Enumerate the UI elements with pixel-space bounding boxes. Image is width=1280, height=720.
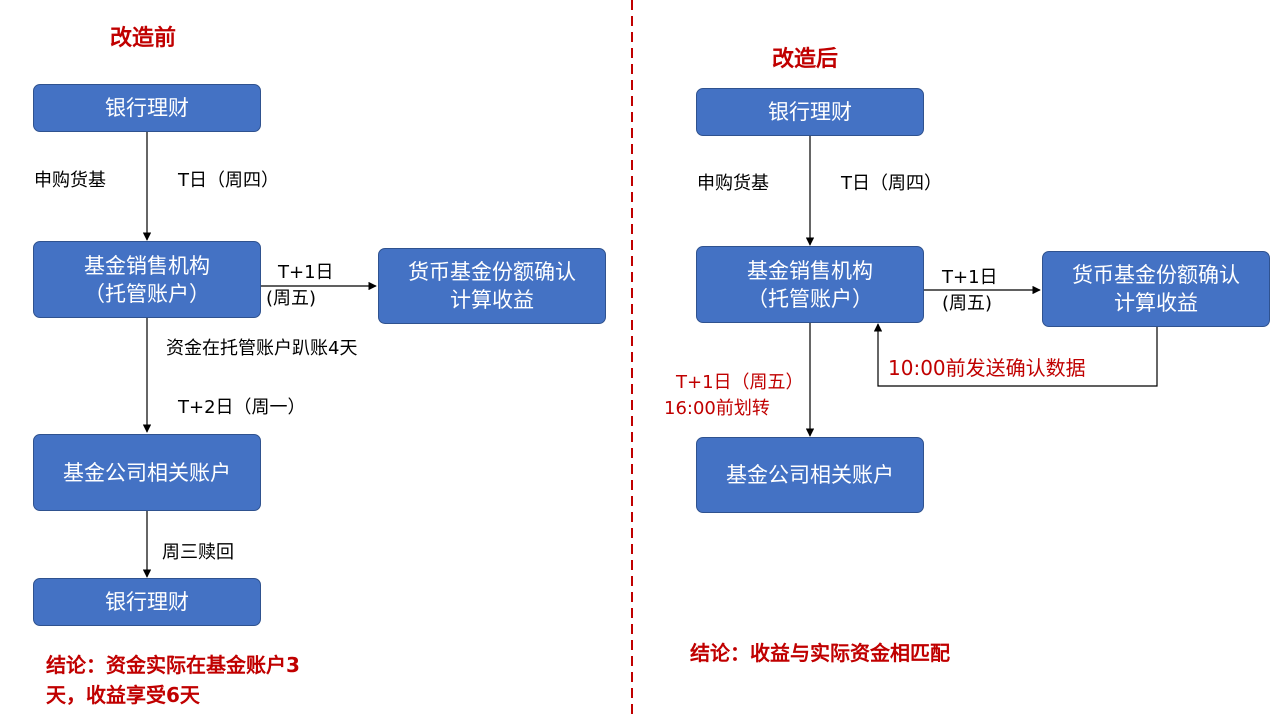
box-label: 货币基金份额确认 计算收益 bbox=[408, 260, 576, 312]
before-fundco-box: 基金公司相关账户 bbox=[33, 434, 261, 511]
before-heading: 改造前 bbox=[110, 26, 177, 51]
after-sales-box: 基金销售机构 （托管账户） bbox=[696, 246, 924, 323]
before-bank-box-2: 银行理财 bbox=[33, 578, 261, 626]
before-t2-label: T+2日（周一） bbox=[178, 397, 306, 418]
before-subscribe-label: 申购货基 bbox=[34, 170, 106, 191]
after-heading: 改造后 bbox=[772, 47, 839, 72]
after-confirm-label: 10:00前发送确认数据 bbox=[888, 356, 1086, 380]
before-bank-box: 银行理财 bbox=[33, 84, 261, 132]
box-label: 银行理财 bbox=[105, 590, 189, 614]
arrow-mmf-confirm-back bbox=[873, 323, 1158, 387]
after-fundco-box: 基金公司相关账户 bbox=[696, 437, 924, 513]
after-t1-label: T+1日 bbox=[942, 267, 998, 288]
box-label: 基金销售机构 （托管账户） bbox=[84, 253, 210, 306]
box-label: 基金公司相关账户 bbox=[63, 460, 231, 485]
after-transfer-label: T+1日（周五） bbox=[676, 372, 804, 393]
after-bank-box: 银行理财 bbox=[696, 88, 924, 136]
box-label: 货币基金份额确认 计算收益 bbox=[1072, 263, 1240, 315]
after-t-day-label: T日（周四） bbox=[841, 173, 942, 194]
after-t1-weekday-label: (周五) bbox=[942, 293, 993, 314]
box-label: 基金公司相关账户 bbox=[726, 463, 894, 487]
before-redeem-label: 周三赎回 bbox=[162, 542, 234, 563]
after-conclusion: 结论：收益与实际资金相匹配 bbox=[690, 641, 950, 665]
after-mmf-box: 货币基金份额确认 计算收益 bbox=[1042, 251, 1270, 327]
before-idle-label: 资金在托管账户趴账4天 bbox=[166, 338, 358, 359]
before-sales-box: 基金销售机构 （托管账户） bbox=[33, 241, 261, 318]
before-conclusion: 结论：资金实际在基金账户3天，收益享受6天 bbox=[46, 653, 300, 707]
before-mmf-box: 货币基金份额确认 计算收益 bbox=[378, 248, 606, 324]
box-label: 银行理财 bbox=[768, 100, 852, 124]
before-t-day-label: T日（周四） bbox=[178, 170, 279, 191]
box-label: 基金销售机构 （托管账户） bbox=[747, 258, 873, 311]
box-label: 银行理财 bbox=[105, 96, 189, 120]
after-transfer-time-label: 16:00前划转 bbox=[664, 398, 770, 419]
before-t1-label: T+1日 bbox=[278, 262, 334, 283]
before-t1-weekday-label: (周五) bbox=[266, 288, 317, 309]
after-subscribe-label: 申购货基 bbox=[697, 173, 769, 194]
